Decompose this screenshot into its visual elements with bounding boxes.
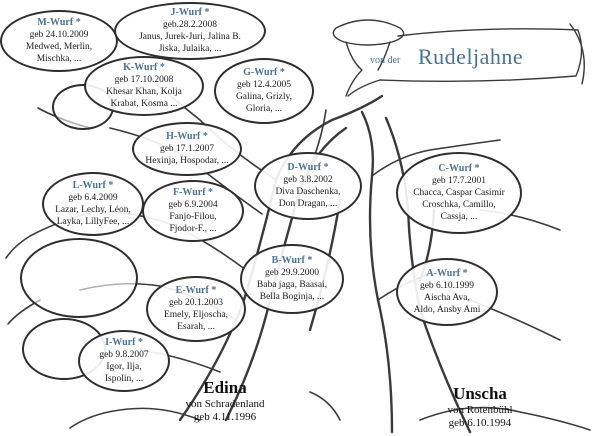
litter-puppies: Ispolin, ... bbox=[104, 374, 144, 384]
litter-puppies: Janus, Jurek-Juri, Jalina B. bbox=[139, 32, 241, 42]
litter-born: geb 17.10.2008 bbox=[114, 75, 174, 85]
mother-origin: von Schradenland bbox=[185, 398, 265, 410]
kennel-title: von der Rudeljahne bbox=[342, 40, 566, 80]
litter-h-bubble: H-Wurf * geb 17.1.2007 Hexinja, Hospodar… bbox=[132, 122, 242, 176]
litter-puppies: Khesar Khan, Kolja bbox=[106, 87, 182, 97]
litter-name: B-Wurf * bbox=[271, 255, 313, 266]
litter-name: F-Wurf * bbox=[172, 187, 214, 198]
litter-b-bubble: B-Wurf * geb 29.9.2000 Baba jaga, Baasai… bbox=[240, 244, 344, 314]
litter-name: A-Wurf * bbox=[426, 268, 468, 279]
litter-puppies: Galina, Grizly, bbox=[235, 92, 293, 102]
litter-g-bubble: G-Wurf * geb 12.4.2005 Galina, Grizly, G… bbox=[214, 58, 314, 124]
litter-born: geb 20.1.2003 bbox=[168, 298, 224, 308]
litter-name: G-Wurf * bbox=[243, 67, 285, 78]
litter-name: E-Wurf * bbox=[175, 285, 217, 296]
litter-puppies: Lazar, Lechy, Léon, bbox=[55, 205, 131, 215]
litter-puppies: Medwed, Merlin, bbox=[25, 42, 93, 52]
litter-puppies: Fjodor-F., ... bbox=[169, 224, 217, 234]
litter-puppies: Baba jaga, Baasai, bbox=[256, 280, 328, 290]
litter-l-bubble: L-Wurf * geb 6.4.2009 Lazar, Lechy, Léon… bbox=[42, 172, 144, 236]
litter-k-bubble: K-Wurf * geb 17.10.2008 Khesar Khan, Kol… bbox=[84, 56, 204, 116]
litter-puppies: Fanjo-Filou, bbox=[169, 212, 217, 222]
litter-puppies: Gloria, ... bbox=[245, 104, 283, 114]
litter-m-bubble: M-Wurf * geb 24.10.2009 Medwed, Merlin, … bbox=[0, 10, 118, 72]
litter-puppies: Hexinja, Hospodar, ... bbox=[145, 156, 229, 166]
father-born: geb 6.10.1994 bbox=[448, 417, 512, 429]
litter-born: geb 29.9.2000 bbox=[264, 268, 320, 278]
litter-puppies: Emely, Eljoscha, bbox=[163, 310, 229, 320]
litter-f-bubble: F-Wurf * geb 6.9.2004 Fanjo-Filou, Fjodo… bbox=[142, 180, 244, 242]
litter-puppies: Chacca, Caspar Casimir bbox=[413, 188, 505, 198]
litter-name: I-Wurf * bbox=[105, 337, 143, 348]
litter-name: K-Wurf * bbox=[123, 62, 165, 73]
litter-born: geb 24.10.2009 bbox=[29, 30, 89, 40]
kennel-title-prefix: von der bbox=[370, 55, 401, 66]
litter-born: geb 9.8.2007 bbox=[99, 350, 149, 360]
litter-puppies: Diva Daschenka, bbox=[275, 187, 341, 197]
litter-name: H-Wurf * bbox=[166, 131, 208, 142]
litter-born: geb 6.9.2004 bbox=[168, 200, 218, 210]
litter-born: geb 17.7.2001 bbox=[431, 176, 487, 186]
litter-a-bubble: A-Wurf * geb 6.10.1999 Aischa Ava, Aldo,… bbox=[396, 258, 498, 326]
empty-bubble bbox=[20, 238, 138, 318]
litter-puppies: Mischka, ... bbox=[36, 54, 82, 64]
father-name: Unscha bbox=[453, 384, 507, 403]
litter-born: geb.28.2.2008 bbox=[162, 20, 218, 30]
litter-born: geb 6.10.1999 bbox=[419, 281, 475, 291]
litter-born: geb 3.8.2002 bbox=[283, 175, 333, 185]
mother-label: Edina von Schradenland geb 4.11.1996 bbox=[160, 378, 290, 424]
title-frame bbox=[332, 19, 585, 97]
litter-puppies: Croschka, Camillo, bbox=[422, 200, 496, 210]
litter-c-bubble: C-Wurf * geb 17.7.2001 Chacca, Caspar Ca… bbox=[396, 152, 522, 234]
litter-name: L-Wurf * bbox=[72, 180, 114, 191]
litter-born: geb 12.4.2005 bbox=[236, 80, 292, 90]
litter-name: C-Wurf * bbox=[438, 163, 480, 174]
litter-i-bubble: I-Wurf * geb 9.8.2007 Igor, Ilja, Ispoli… bbox=[78, 330, 170, 392]
father-origin: von Rotenbühl bbox=[447, 404, 513, 416]
litter-puppies: Aischa Ava, bbox=[424, 293, 470, 303]
litter-name: D-Wurf * bbox=[287, 162, 329, 173]
litter-name: M-Wurf * bbox=[37, 17, 81, 28]
litter-name: J-Wurf * bbox=[170, 7, 210, 18]
father-label: Unscha von Rotenbühl geb 6.10.1994 bbox=[420, 384, 540, 430]
litter-puppies: Aldo, Ansby Ami bbox=[413, 305, 481, 315]
litter-puppies: Krabat, Kosma ... bbox=[110, 99, 178, 109]
litter-puppies: Esarah, ... bbox=[177, 322, 215, 332]
litter-born: geb 6.4.2009 bbox=[68, 193, 118, 203]
litter-born: geb 17.1.2007 bbox=[159, 144, 215, 154]
litter-puppies: Igor, Ilja, bbox=[106, 362, 142, 372]
mother-born: geb 4.11.1996 bbox=[193, 411, 257, 423]
kennel-title-name: Rudeljahne bbox=[418, 44, 524, 69]
litter-e-bubble: E-Wurf * geb 20.1.2003 Emely, Eljoscha, … bbox=[146, 276, 246, 342]
litter-puppies: Layka, LillyFee, ... bbox=[56, 217, 130, 227]
litter-j-bubble: J-Wurf * geb.28.2.2008 Janus, Jurek-Juri… bbox=[114, 2, 266, 60]
litter-puppies: Don Dragan, ... bbox=[278, 199, 338, 209]
litter-puppies: Bella Boginja, ... bbox=[259, 292, 325, 302]
litter-d-bubble: D-Wurf * geb 3.8.2002 Diva Daschenka, Do… bbox=[254, 152, 362, 220]
litter-puppies: Cassja, ... bbox=[440, 212, 478, 222]
litter-puppies: Jiska, Julaika, ... bbox=[158, 44, 222, 54]
mother-name: Edina bbox=[203, 378, 247, 397]
